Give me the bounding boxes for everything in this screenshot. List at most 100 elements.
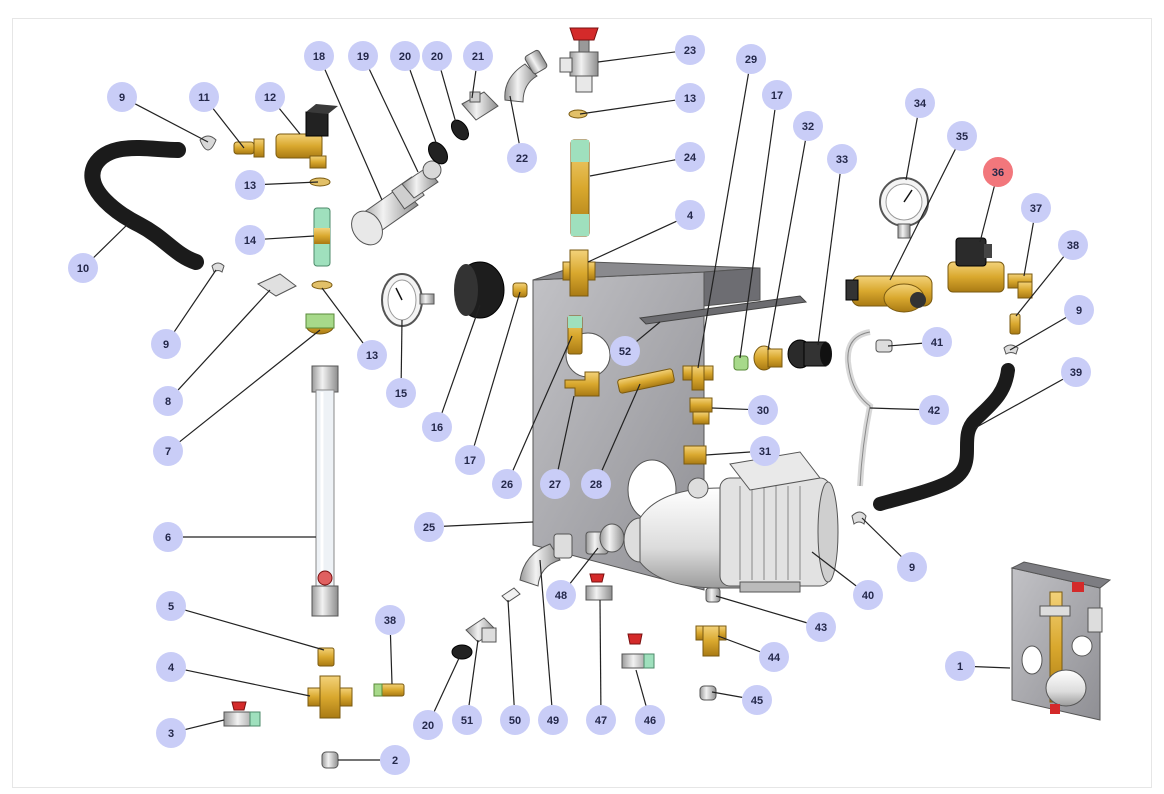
leader-line-42 xyxy=(869,407,920,411)
mini-ball-valve-bottom xyxy=(223,701,261,727)
callout-number: 8 xyxy=(165,396,171,408)
callout-bubble xyxy=(500,705,530,735)
callout-20: 20 xyxy=(390,41,420,71)
leader-line-27 xyxy=(557,395,575,470)
callout-bubble xyxy=(759,642,789,672)
pvc-elbow xyxy=(504,63,538,103)
callout-49: 49 xyxy=(538,705,568,735)
gasket-upper-2 xyxy=(450,119,470,141)
callout-29: 29 xyxy=(736,44,766,74)
callout-bubble xyxy=(235,170,265,200)
callout-number: 35 xyxy=(956,131,968,143)
callout-bubble xyxy=(750,436,780,466)
small-cap-lower xyxy=(699,685,717,701)
callout-bubble xyxy=(156,652,186,682)
leader-line-31 xyxy=(705,451,751,456)
callout-26: 26 xyxy=(492,469,522,499)
pressure-gauge-right xyxy=(879,177,929,239)
callout-47: 47 xyxy=(586,705,616,735)
callout-number: 9 xyxy=(909,562,915,574)
hose-clamp-bottom-right xyxy=(851,511,867,525)
leader-line-3 xyxy=(185,719,225,731)
callout-number: 13 xyxy=(366,350,378,362)
callout-13: 13 xyxy=(357,340,387,370)
threaded-nipple-plate xyxy=(567,315,583,355)
hose-clamp-top xyxy=(199,135,217,151)
callout-number: 15 xyxy=(395,388,407,400)
leader-line-20 xyxy=(433,655,461,712)
callout-bubble xyxy=(919,395,949,425)
leader-line-48 xyxy=(569,547,599,584)
callout-bubble xyxy=(586,705,616,735)
drain-fitting xyxy=(705,587,721,603)
brass-union xyxy=(753,345,783,371)
callout-number: 17 xyxy=(464,455,476,467)
leader-line-9 xyxy=(135,103,209,143)
hose-left xyxy=(84,140,204,270)
callout-43: 43 xyxy=(806,612,836,642)
callout-15: 15 xyxy=(386,378,416,408)
callout-bubble xyxy=(610,336,640,366)
leader-line-40 xyxy=(811,551,857,587)
callout-34: 34 xyxy=(905,88,935,118)
callout-number: 14 xyxy=(244,235,257,247)
callout-number: 40 xyxy=(862,590,874,602)
callout-bubble xyxy=(68,253,98,283)
leader-line-32 xyxy=(767,140,806,351)
callout-28: 28 xyxy=(581,469,611,499)
callout-number: 3 xyxy=(168,728,174,740)
leader-line-37 xyxy=(1023,222,1034,277)
callout-number: 22 xyxy=(516,153,528,165)
callout-number: 20 xyxy=(422,720,434,732)
leader-line-20 xyxy=(409,69,439,149)
callout-24: 24 xyxy=(675,142,705,172)
callout-bubble xyxy=(189,82,219,112)
callout-bubble xyxy=(153,386,183,416)
callout-number: 1 xyxy=(957,661,963,673)
callout-number: 52 xyxy=(619,346,631,358)
brass-hex-nipple xyxy=(683,445,707,465)
leader-line-46 xyxy=(635,669,647,706)
callout-number: 39 xyxy=(1070,367,1082,379)
threaded-nipple-left xyxy=(313,207,331,267)
callout-bubble xyxy=(748,395,778,425)
callout-bubble xyxy=(348,41,378,71)
leader-line-52 xyxy=(636,321,661,342)
callout-7: 7 xyxy=(153,436,183,466)
leader-line-10 xyxy=(93,221,131,258)
callout-bubble xyxy=(153,436,183,466)
pressure-gauge-left xyxy=(381,273,435,327)
callout-bubble xyxy=(540,469,570,499)
callout-bubble xyxy=(853,580,883,610)
leader-line-15 xyxy=(400,319,403,379)
assembled-unit-thumbnail xyxy=(1010,561,1112,721)
callout-bubble xyxy=(156,718,186,748)
diagram-frame xyxy=(12,18,1152,788)
callout-number: 48 xyxy=(555,590,567,602)
callout-number: 4 xyxy=(687,210,694,222)
callout-number: 49 xyxy=(547,715,559,727)
callout-4: 4 xyxy=(675,200,705,230)
leader-line-36 xyxy=(979,186,995,243)
callout-bubble xyxy=(897,552,927,582)
black-rubber-cap xyxy=(454,261,505,319)
callout-bubble xyxy=(107,82,137,112)
callout-number: 10 xyxy=(77,263,89,275)
callout-bubble xyxy=(422,412,452,442)
leader-line-41 xyxy=(887,342,923,347)
callout-45: 45 xyxy=(742,685,772,715)
hose-right xyxy=(873,363,1015,511)
callout-number: 11 xyxy=(198,92,210,104)
leader-line-23 xyxy=(597,51,676,63)
callout-9: 9 xyxy=(151,329,181,359)
callout-number: 13 xyxy=(684,93,696,105)
leader-line-29 xyxy=(697,73,750,369)
callout-number: 6 xyxy=(165,532,171,544)
callout-6: 6 xyxy=(153,522,183,552)
callout-number: 20 xyxy=(431,51,443,63)
leader-line-50 xyxy=(507,599,515,706)
callout-number: 43 xyxy=(815,622,827,634)
washer-top xyxy=(568,109,588,119)
callout-number: 9 xyxy=(1076,305,1082,317)
camlock-adapter xyxy=(401,160,442,199)
